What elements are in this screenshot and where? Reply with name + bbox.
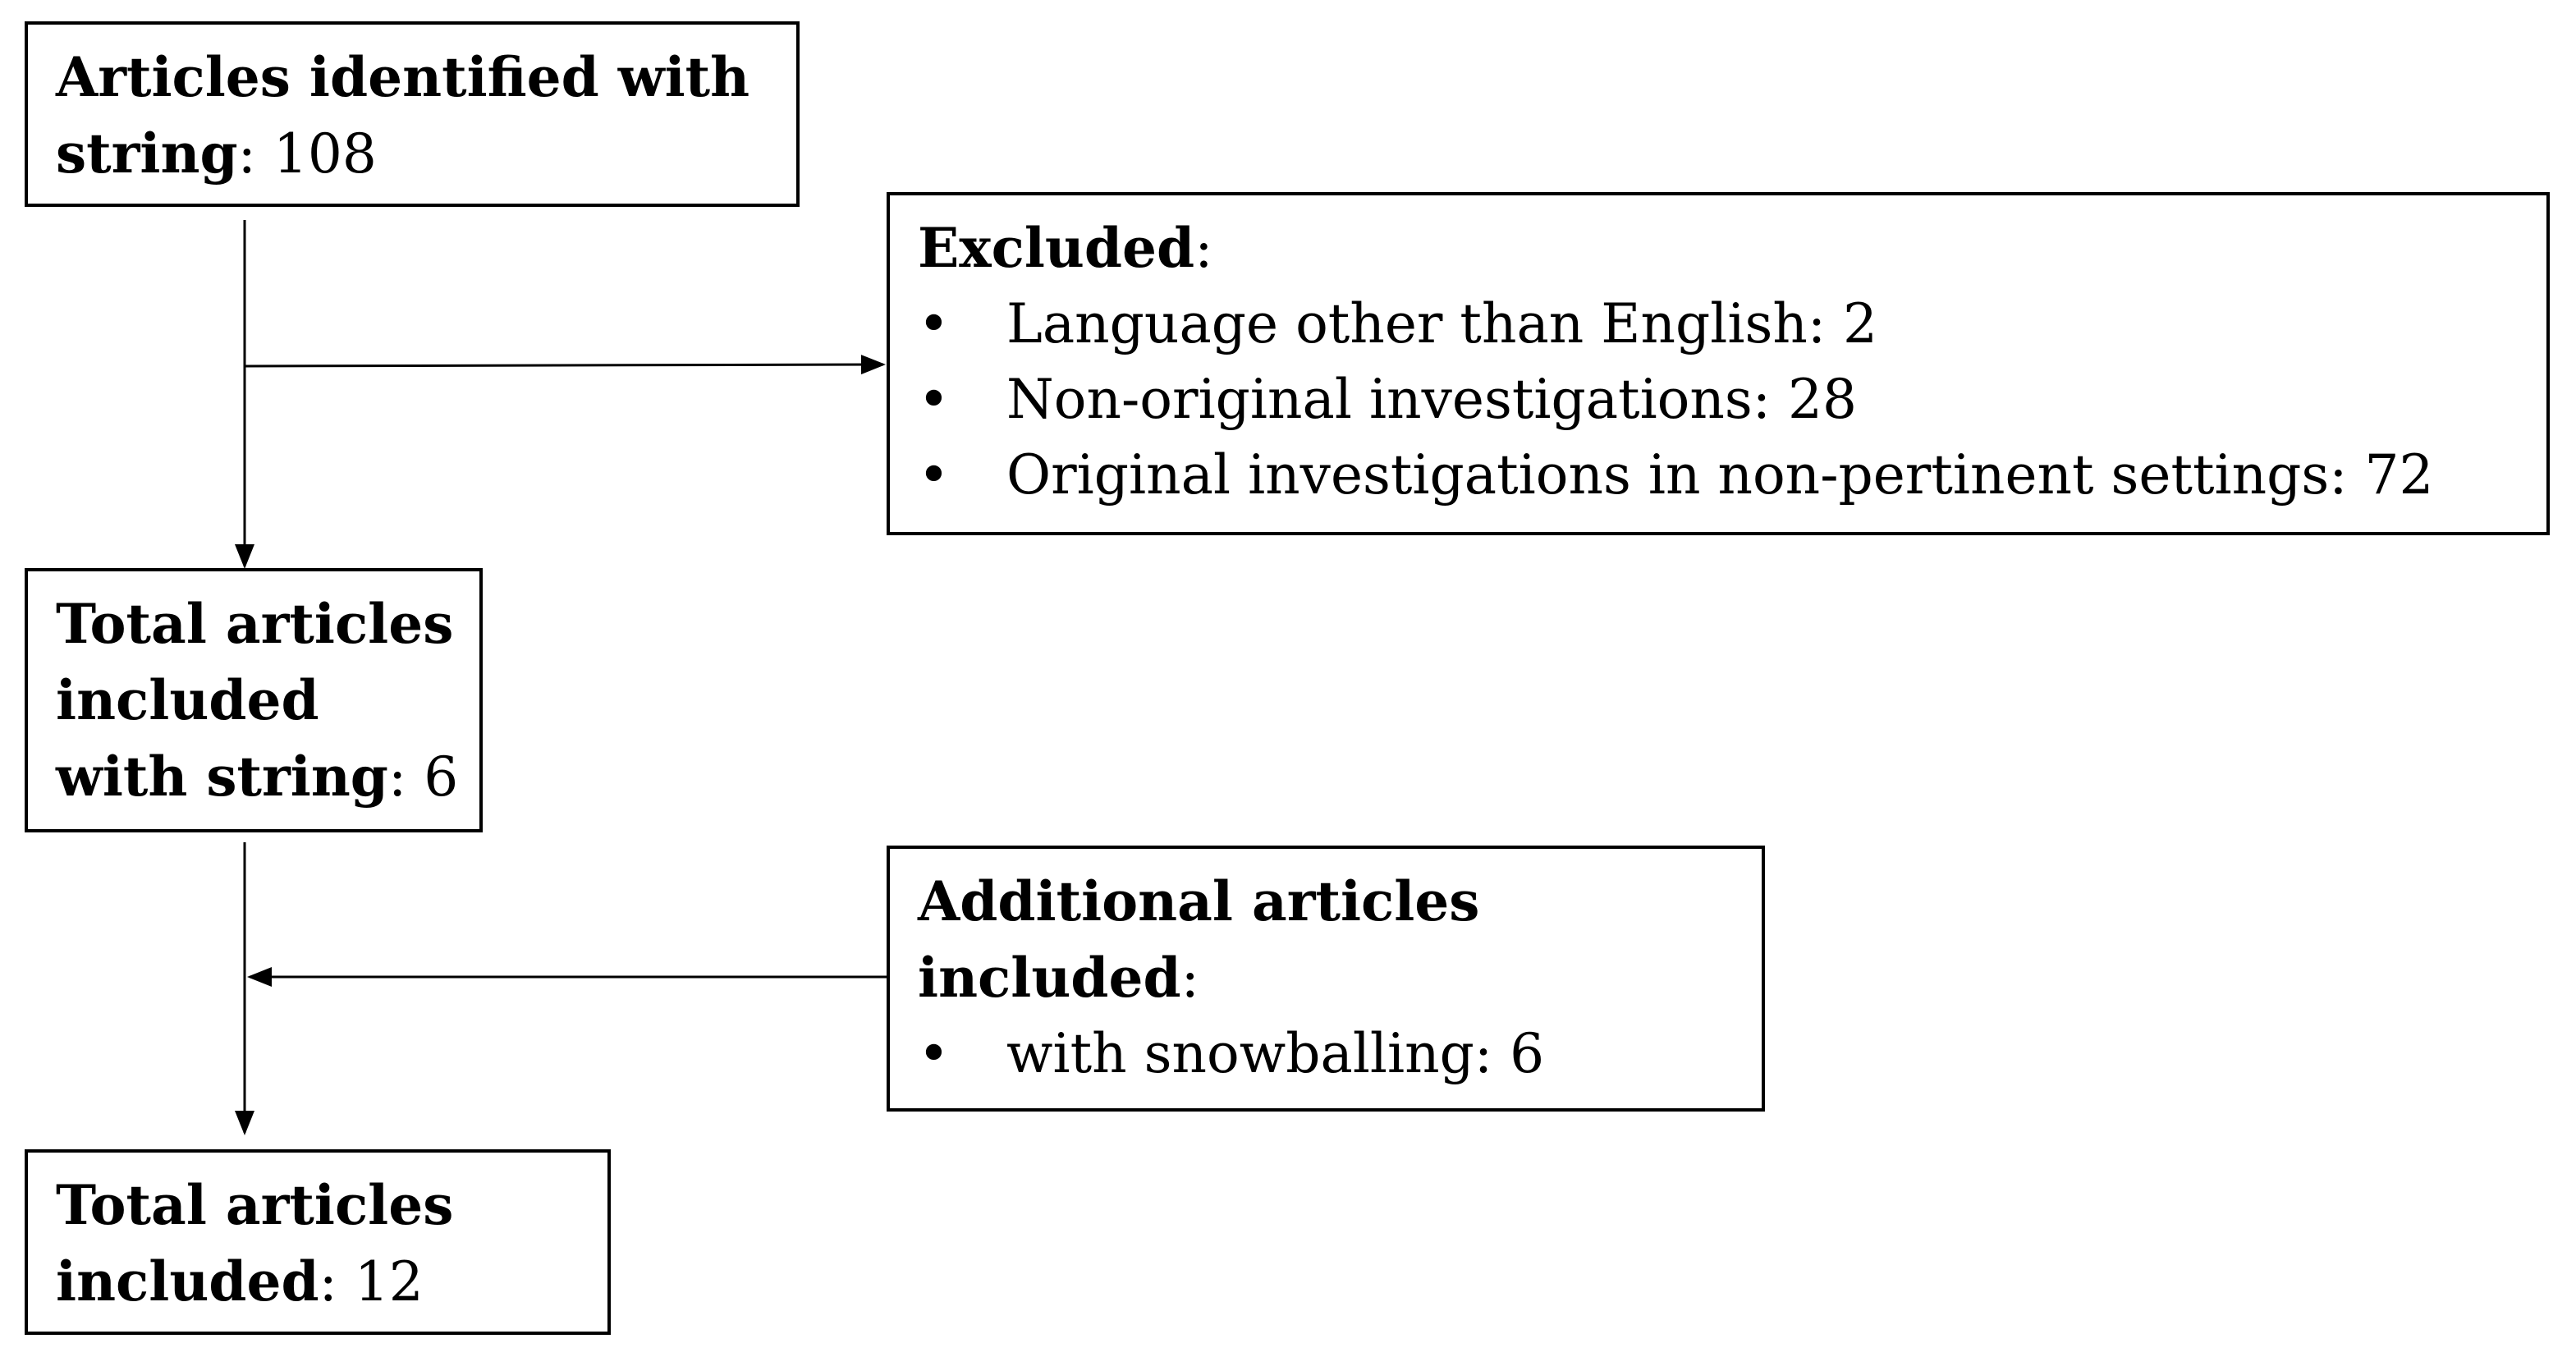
node-included-with-string: Total articles included with string: 6 [25, 568, 483, 832]
node-included-string-label-line1: Total articles [56, 592, 454, 656]
excluded-reasons-list: Language other than English: 2 Non-origi… [918, 287, 2519, 513]
node-excluded: Excluded: Language other than English: 2… [887, 192, 2550, 535]
node-articles-identified: Articles identified with string: 108 [25, 21, 800, 207]
node-included-string-label-line2: included [56, 668, 319, 732]
node-included-string-count: 6 [424, 745, 459, 809]
node-additional-label-line2: included [918, 946, 1181, 1010]
node-total-included: Total articles included: 12 [25, 1149, 611, 1335]
additional-sources-list: with snowballing: 6 [918, 1016, 1734, 1092]
arrow-identified-to-excluded [244, 355, 886, 375]
node-identified-count: 108 [273, 122, 377, 186]
node-total-label-line2: included [56, 1249, 319, 1313]
additional-source-item: with snowballing: 6 [918, 1016, 1734, 1092]
node-identified-label-line1: Articles identified with [56, 45, 750, 109]
excluded-reason-item: Non-original investigations: 28 [918, 362, 2519, 438]
node-included-string-label-line3: with string [56, 745, 388, 809]
node-total-label-line1: Total articles [56, 1173, 454, 1237]
node-additional-label-line1: Additional articles [918, 869, 1480, 933]
excluded-reason-item: Original investigations in non-pertinent… [918, 438, 2519, 513]
node-total-count: 12 [354, 1250, 424, 1313]
node-identified-label-line2: string [56, 121, 238, 186]
excluded-reason-item: Language other than English: 2 [918, 287, 2519, 362]
node-additional-articles: Additional articles included: with snowb… [887, 846, 1765, 1112]
node-excluded-label: Excluded [918, 216, 1195, 280]
